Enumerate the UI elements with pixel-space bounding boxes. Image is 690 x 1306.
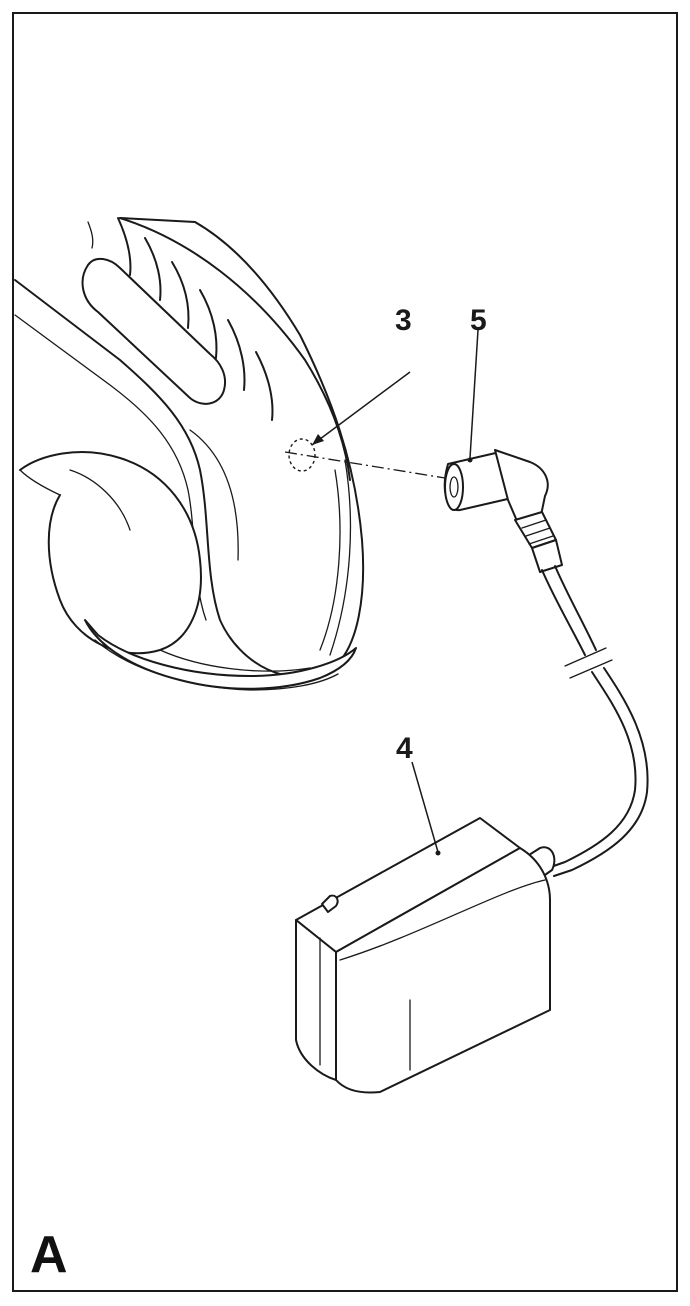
tool-body [14, 217, 365, 691]
callout-4: 4 [396, 732, 413, 765]
alignment-line [284, 451, 446, 479]
leader-5 [469, 329, 479, 459]
leader-3 [311, 371, 411, 446]
power-cable [541, 565, 649, 877]
plug-connector [443, 449, 563, 573]
callout-5: 5 [470, 304, 487, 337]
power-adapter [295, 817, 556, 1094]
socket-marker [288, 438, 316, 472]
figure-letter: A [30, 1226, 68, 1284]
leader-4 [411, 761, 439, 853]
callout-3: 3 [395, 304, 412, 337]
